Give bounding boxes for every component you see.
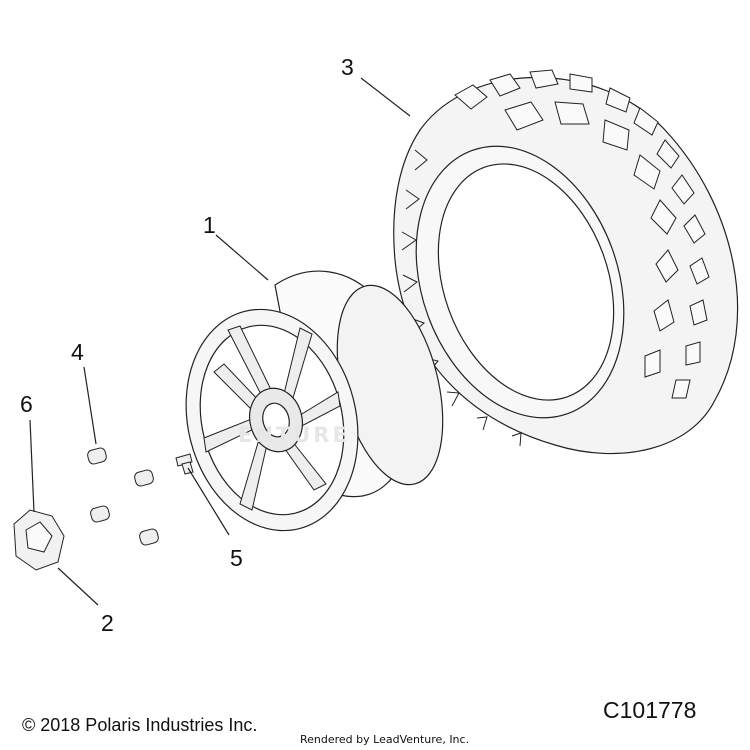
copyright-notice: © 2018 Polaris Industries Inc. (22, 715, 258, 735)
callout-1: 1 (203, 212, 216, 238)
lug-nuts (87, 447, 159, 546)
callout-5: 5 (230, 545, 243, 571)
center-cap (13, 509, 65, 571)
callout-4: 4 (71, 339, 84, 365)
leader-6 (29, 419, 35, 513)
tire (393, 69, 739, 455)
rendered-by-credit: Rendered by LeadVenture, Inc. (300, 733, 470, 746)
leader-lines (29, 77, 411, 606)
leader-3 (360, 77, 411, 117)
leader-4 (83, 366, 97, 445)
callout-3: 3 (341, 54, 354, 80)
watermark: ENTURE (238, 423, 350, 447)
figure-code: C101778 (603, 697, 697, 723)
leader-2 (57, 567, 99, 606)
callout-6: 6 (20, 391, 33, 417)
wheel-rim (185, 270, 444, 532)
leader-5 (187, 467, 230, 536)
leader-1 (215, 234, 269, 281)
callout-2: 2 (101, 610, 114, 636)
